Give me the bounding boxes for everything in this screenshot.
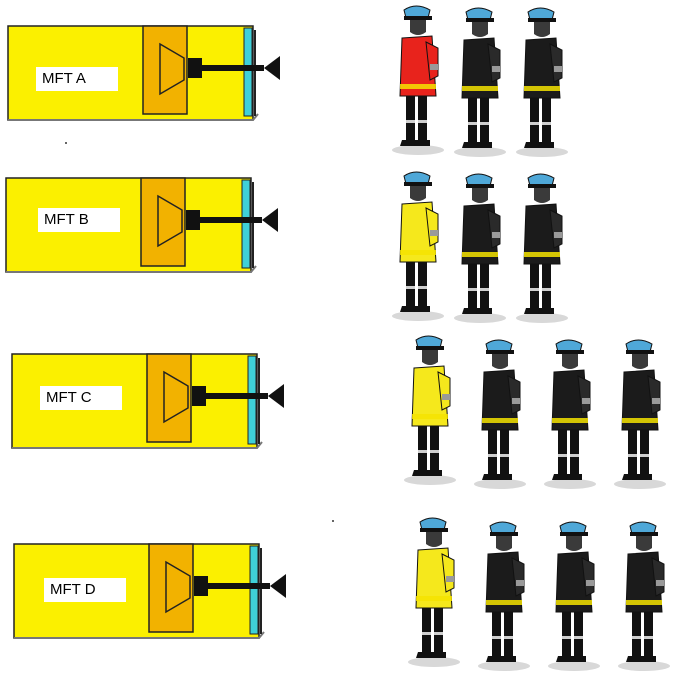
truck-mft-a: MFT A <box>7 22 298 122</box>
truck-mft-b: MFT B <box>5 174 296 274</box>
truck-label: MFT D <box>44 578 126 602</box>
firefighter-icon <box>548 521 600 671</box>
firefighter-icon <box>454 173 506 323</box>
firefighter-icon <box>478 521 530 671</box>
crew-mft-d <box>408 516 670 676</box>
speck <box>332 520 334 522</box>
truck-label: MFT C <box>40 386 122 410</box>
firefighter-leader-icon <box>408 517 460 667</box>
truck-label: MFT A <box>36 67 118 91</box>
truck-mft-c: MFT C <box>11 350 302 450</box>
truck-mft-d: MFT D <box>13 540 304 640</box>
firefighter-icon <box>544 339 596 489</box>
firefighter-icon <box>454 7 506 157</box>
crew-mft-a <box>392 4 592 164</box>
firefighter-icon <box>516 7 568 157</box>
firefighter-leader-icon <box>392 171 444 321</box>
firefighter-leader-icon <box>404 335 456 485</box>
firefighter-icon <box>618 521 670 671</box>
firefighter-icon <box>516 173 568 323</box>
speck <box>65 142 67 144</box>
truck-label: MFT B <box>38 208 120 232</box>
crew-mft-b <box>392 170 592 330</box>
firefighter-icon <box>474 339 526 489</box>
firefighter-icon <box>614 339 666 489</box>
firefighter-leader-icon <box>392 5 444 155</box>
crew-mft-c <box>404 334 666 494</box>
